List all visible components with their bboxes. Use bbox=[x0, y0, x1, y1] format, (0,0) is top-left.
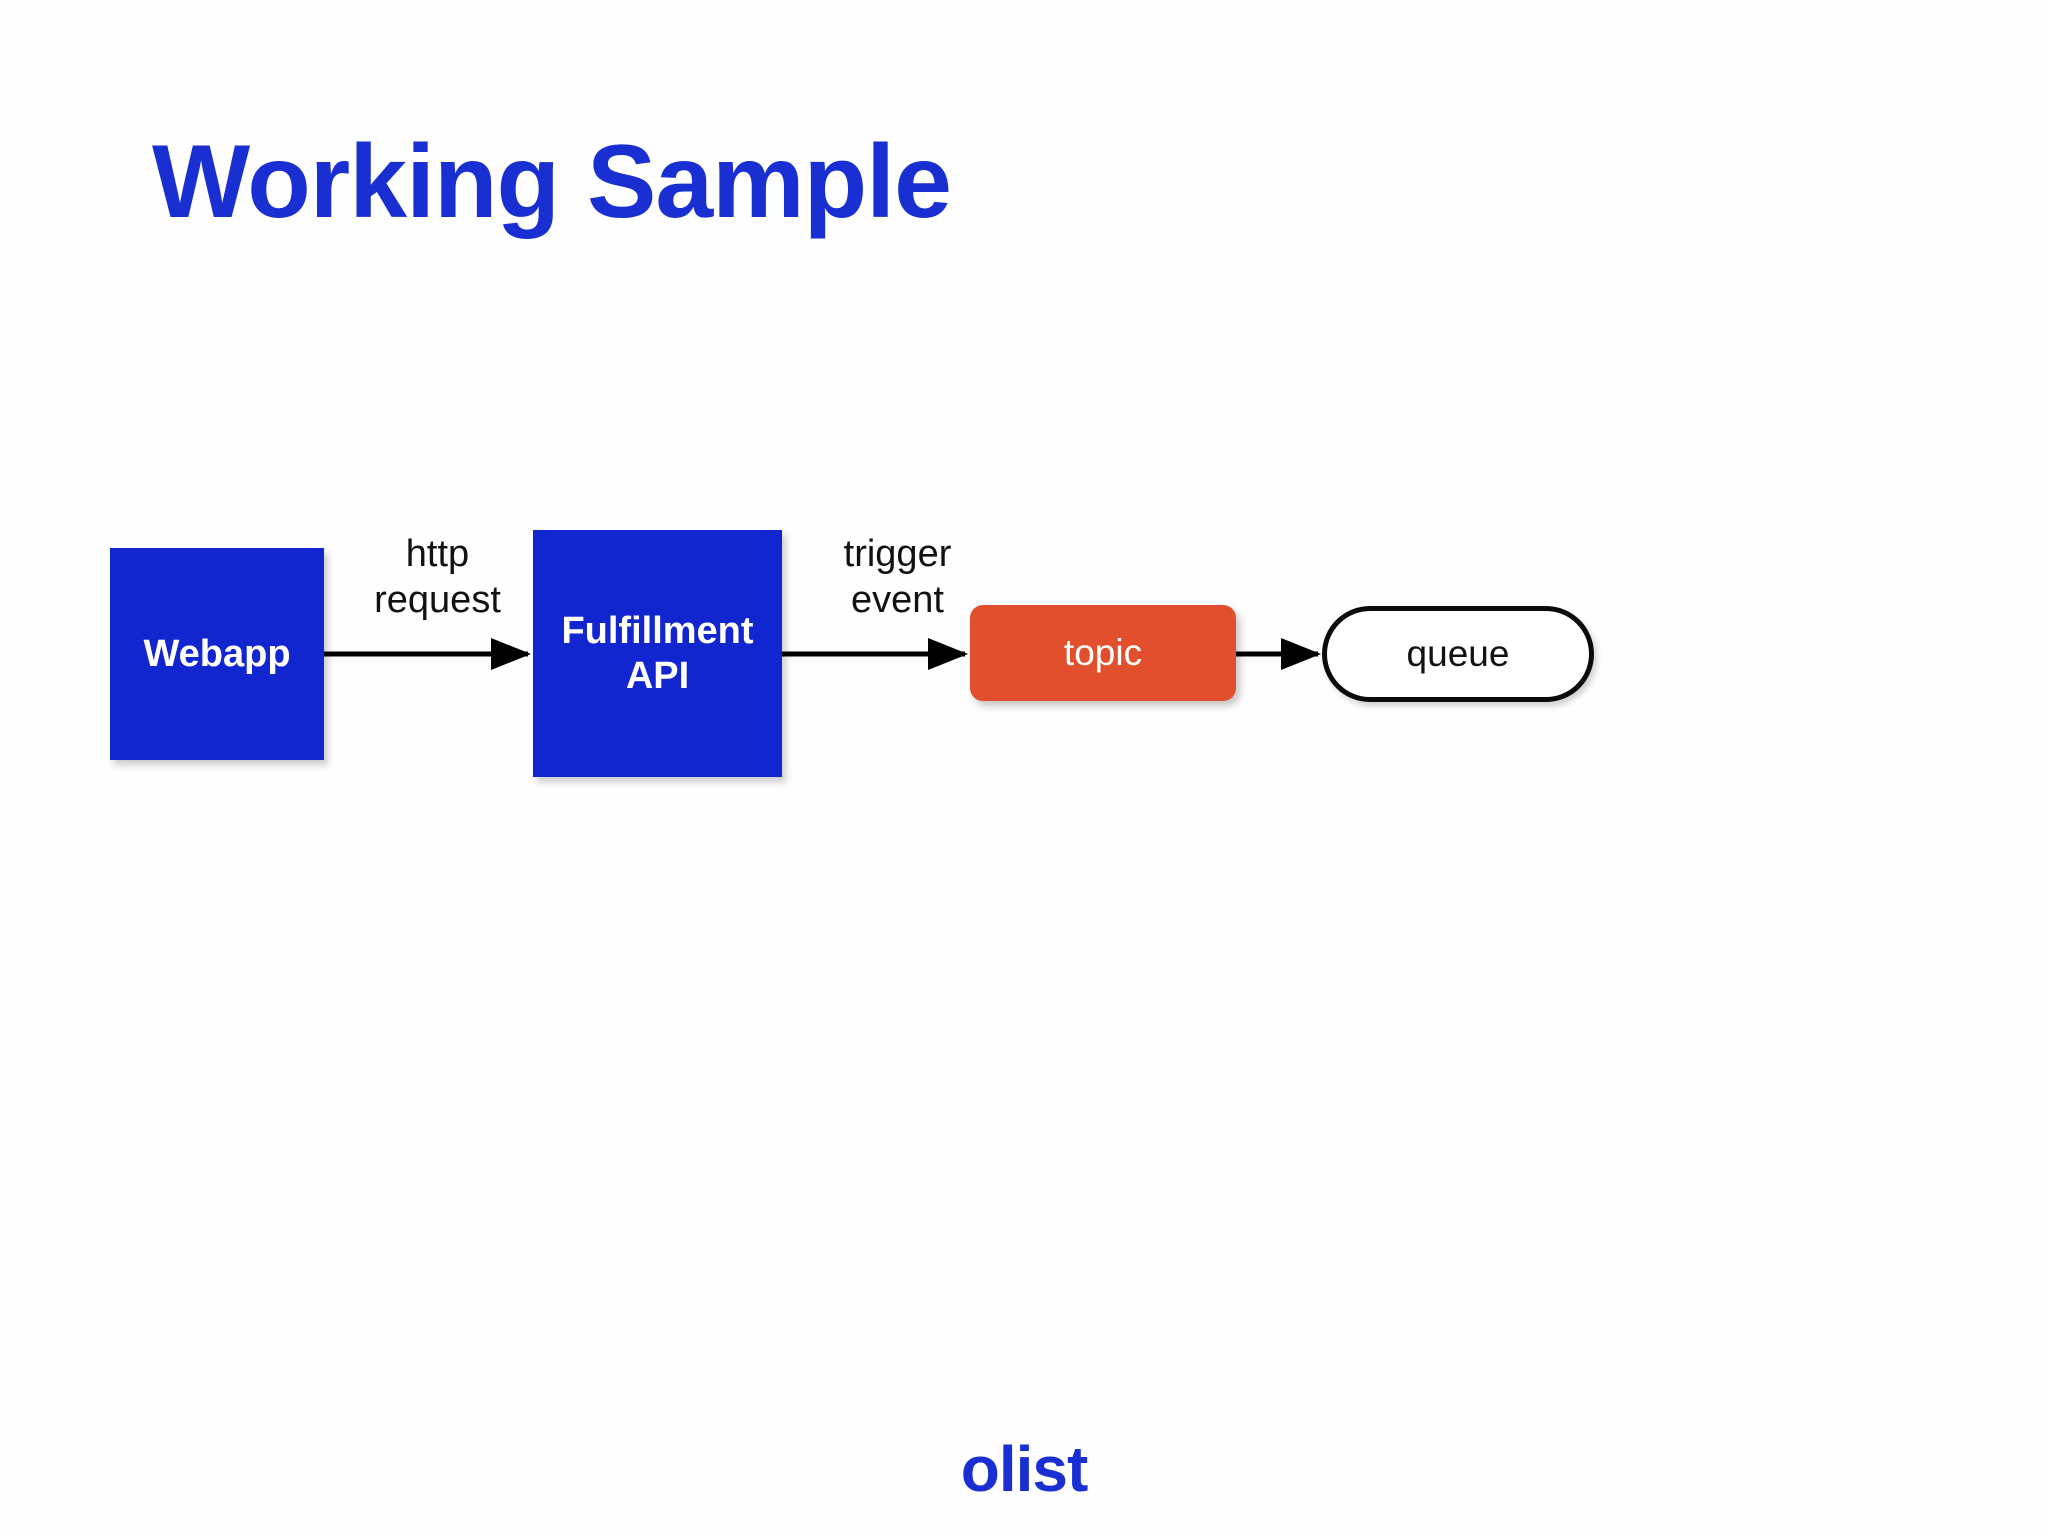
node-queue-label: queue bbox=[1406, 633, 1510, 674]
olist-logo: olist bbox=[960, 1433, 1089, 1505]
node-fulfillment-api-label: Fulfillment API bbox=[561, 609, 753, 699]
edge-label-trigger-event-line2: event bbox=[851, 579, 944, 622]
edge-label-trigger-event-line1: trigger bbox=[843, 533, 952, 575]
node-topic-label: topic bbox=[1063, 632, 1143, 673]
edge-label-http-request: http request bbox=[330, 531, 545, 624]
edge-label-trigger-event: trigger event bbox=[790, 531, 1005, 624]
edge-label-http-request-line2: request bbox=[374, 579, 501, 622]
node-fulfillment-api-label-line2: API bbox=[625, 654, 690, 697]
node-fulfillment-api-label-line1: Fulfillment bbox=[561, 609, 754, 652]
edge-label-http-request-line1: http bbox=[405, 533, 470, 575]
node-webapp-label: Webapp bbox=[143, 632, 291, 675]
node-fulfillment-api[interactable]: Fulfillment API bbox=[533, 530, 782, 777]
page-title: Working Sample bbox=[152, 124, 952, 240]
node-topic[interactable]: topic bbox=[970, 605, 1236, 701]
node-webapp[interactable]: Webapp bbox=[110, 548, 324, 760]
node-queue[interactable]: queue bbox=[1322, 606, 1594, 702]
